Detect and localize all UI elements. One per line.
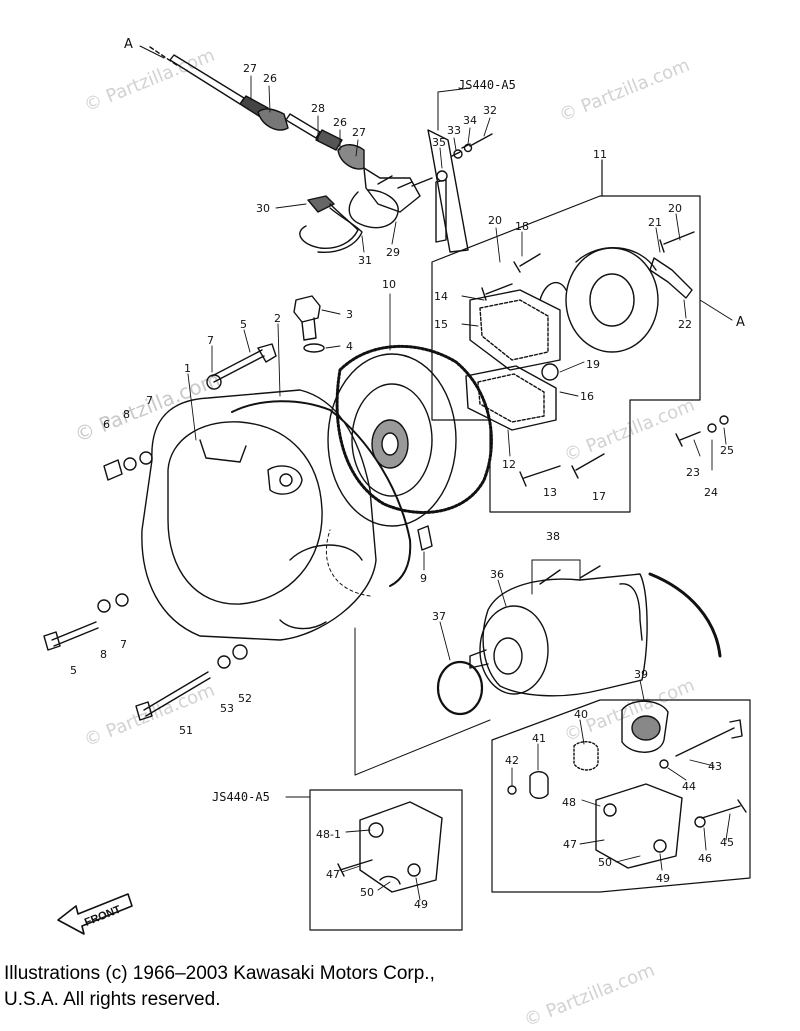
callout-51: 51 <box>179 724 193 737</box>
callout-20: 20 <box>668 202 682 215</box>
callout-39: 39 <box>634 668 648 681</box>
callout-50: 50 <box>360 886 374 899</box>
bolt-5-lower <box>43 621 99 651</box>
callout-45: 45 <box>720 836 734 849</box>
callout-8: 8 <box>100 648 107 661</box>
wire-harness <box>299 189 399 253</box>
generator-cover <box>141 389 377 641</box>
callout-50: 50 <box>598 856 612 869</box>
callout-21: 21 <box>648 216 662 229</box>
callout-10: 10 <box>382 278 396 291</box>
callout-38: 38 <box>546 530 560 543</box>
callout-47: 47 <box>563 838 577 851</box>
callout-5: 5 <box>240 318 247 331</box>
ref-code-bottom: JS440-A5 <box>212 790 270 804</box>
starter-detail-parts <box>507 700 747 869</box>
callout-5: 5 <box>70 664 77 677</box>
copyright-caption: Illustrations (c) 1966–2003 Kawasaki Mot… <box>4 961 794 1013</box>
callout-41: 41 <box>532 732 546 745</box>
callout-34: 34 <box>463 114 477 127</box>
callout-29: 29 <box>386 246 400 259</box>
callout-14: 14 <box>434 290 448 303</box>
stator-coils <box>465 281 567 431</box>
callout-20: 20 <box>488 214 502 227</box>
callout-26: 26 <box>333 116 347 129</box>
callout-1: 1 <box>184 362 191 375</box>
plug-3 <box>293 295 325 353</box>
callout-8: 8 <box>123 408 130 421</box>
callout-42: 42 <box>505 754 519 767</box>
callout-30: 30 <box>256 202 270 215</box>
callout-7: 7 <box>146 394 153 407</box>
bolt-23 <box>675 431 701 447</box>
callout-27: 27 <box>352 126 366 139</box>
dowel-9 <box>417 525 433 551</box>
callout-9: 9 <box>420 572 427 585</box>
front-arrow <box>57 893 133 935</box>
callout-13: 13 <box>543 486 557 499</box>
bolt-5-upper <box>211 343 277 383</box>
callout-3: 3 <box>346 308 353 321</box>
caption-line-1: Illustrations (c) 1966–2003 Kawasaki Mot… <box>4 963 435 984</box>
caption-line-2: U.S.A. All rights reserved. <box>4 989 221 1010</box>
ref-code-top: JS440-A5 <box>458 78 516 92</box>
callout-44: 44 <box>682 780 696 793</box>
callout-18: 18 <box>515 220 529 233</box>
callout-33: 33 <box>447 124 461 137</box>
starter-detail-box <box>491 699 751 893</box>
bolt-51 <box>135 671 211 721</box>
callout-4: 4 <box>346 340 353 353</box>
starter-motor <box>469 565 648 697</box>
callout-48: 48 <box>562 796 576 809</box>
callout-12: 12 <box>502 458 516 471</box>
callout-37: 37 <box>432 610 446 623</box>
callout-23: 23 <box>686 466 700 479</box>
callout-24: 24 <box>704 486 718 499</box>
callout-25: 25 <box>720 444 734 457</box>
gasket-2 <box>231 400 412 587</box>
callout-7: 7 <box>207 334 214 347</box>
callout-48-1: 48-1 <box>316 828 341 841</box>
o-ring-37 <box>436 660 484 716</box>
callout-15: 15 <box>434 318 448 331</box>
callout-40: 40 <box>574 708 588 721</box>
callout-26: 26 <box>263 72 277 85</box>
callout-46: 46 <box>698 852 712 865</box>
rotor-10 <box>327 345 493 527</box>
tach-cable-assembly <box>149 46 433 213</box>
front-label: FRONT <box>83 904 123 929</box>
callout-52: 52 <box>238 692 252 705</box>
callout-35: 35 <box>432 136 446 149</box>
inset-box <box>309 789 463 931</box>
callout-17: 17 <box>592 490 606 503</box>
callout-53: 53 <box>220 702 234 715</box>
callout-49: 49 <box>414 898 428 911</box>
callout-19: 19 <box>586 358 600 371</box>
stator-plate <box>481 231 695 487</box>
callout-27: 27 <box>243 62 257 75</box>
callout-leaders <box>187 75 731 901</box>
callout-labels: 27 26 28 26 27 30 29 31 32 34 33 35 11 1… <box>70 37 745 929</box>
callout-32: 32 <box>483 104 497 117</box>
callout-49: 49 <box>656 872 670 885</box>
callout-7: 7 <box>120 638 127 651</box>
callout-43: 43 <box>708 760 722 773</box>
callout-16: 16 <box>580 390 594 403</box>
callout-22: 22 <box>678 318 692 331</box>
callout-6: 6 <box>103 418 110 431</box>
callout-47: 47 <box>326 868 340 881</box>
connector-a-right: A <box>736 315 745 330</box>
callout-28: 28 <box>311 102 325 115</box>
inset-parts <box>337 801 443 893</box>
connector-a-top: A <box>124 37 133 52</box>
callout-36: 36 <box>490 568 504 581</box>
callout-2: 2 <box>274 312 281 325</box>
stator-box <box>431 159 701 513</box>
callout-31: 31 <box>358 254 372 267</box>
callout-11: 11 <box>593 148 607 161</box>
